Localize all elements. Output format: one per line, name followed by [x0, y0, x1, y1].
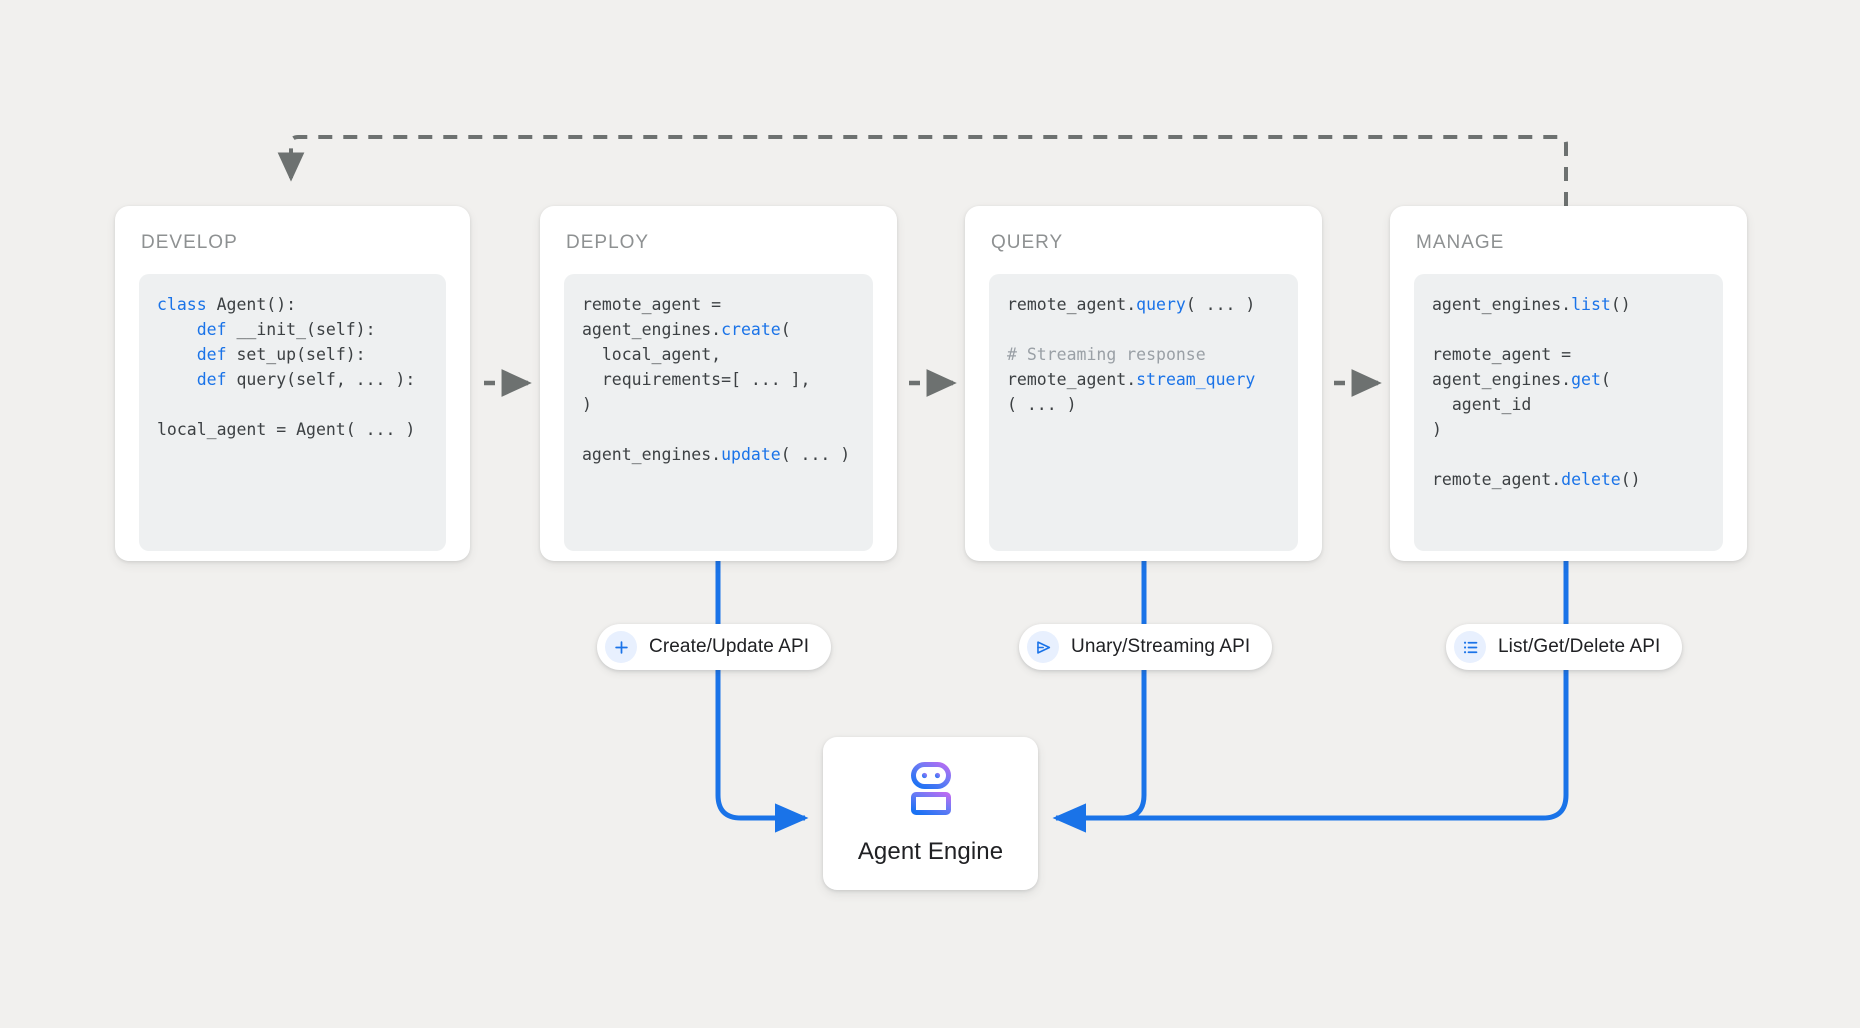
api-pill-unary-streaming[interactable]: Unary/Streaming API: [1019, 624, 1273, 670]
code-function: stream_query: [1136, 370, 1256, 389]
code-keyword: def: [157, 320, 227, 339]
code-text: ( ... ): [1185, 295, 1256, 314]
code-text: requirements=[ ... ],: [582, 370, 811, 389]
code-function: delete: [1561, 470, 1621, 489]
query-to-agent-engine-connector: [1052, 561, 1147, 833]
code-text: (: [1600, 370, 1611, 389]
code-keyword: def: [157, 370, 227, 389]
code-text: agent_engines.: [1432, 370, 1572, 389]
code-text: agent_id: [1432, 395, 1532, 414]
code-text: agent_engines.: [582, 320, 722, 339]
feedback-loop-connector: [277, 135, 1568, 206]
api-pill-list-get-delete[interactable]: List/Get/Delete API: [1446, 624, 1683, 670]
code-keyword: class: [157, 295, 207, 314]
robot-icon: [900, 761, 962, 826]
code-text: Agent():: [206, 295, 297, 314]
code-text: ): [582, 395, 592, 414]
code-text: remote_agent =: [1432, 345, 1572, 364]
code-comment: # Streaming response: [1007, 345, 1206, 364]
code-function: get: [1571, 370, 1601, 389]
code-text: (): [1620, 470, 1641, 489]
code-text: remote_agent.: [1007, 295, 1137, 314]
code-block-query: remote_agent.query( ... ) # Streaming re…: [989, 274, 1298, 551]
code-block-manage: agent_engines.list() remote_agent = agen…: [1414, 274, 1723, 551]
code-text: remote_agent.: [1007, 370, 1137, 389]
code-text: remote_agent.: [1432, 470, 1562, 489]
code-text: query(self, ... ):: [226, 370, 416, 389]
code-text: agent_engines.: [582, 445, 722, 464]
api-pill-label: List/Get/Delete API: [1498, 636, 1661, 657]
code-text: (): [1610, 295, 1631, 314]
api-pill-create-update[interactable]: Create/Update API: [597, 624, 832, 670]
code-function: list: [1571, 295, 1611, 314]
code-function: create: [721, 320, 781, 339]
code-keyword: def: [157, 345, 227, 364]
api-pill-label: Create/Update API: [649, 636, 810, 657]
code-text: local_agent = Agent( ... ): [157, 420, 416, 439]
manage-to-agent-engine-connector: [1056, 561, 1569, 821]
agent-engine-node[interactable]: Agent Engine: [823, 737, 1038, 890]
stage-title-develop: DEVELOP: [141, 232, 238, 253]
code-text: (: [780, 320, 791, 339]
code-text: local_agent,: [582, 345, 722, 364]
send-icon: [1027, 631, 1059, 663]
stage-card-manage[interactable]: MANAGE agent_engines.list() remote_agent…: [1390, 206, 1747, 561]
api-pill-label: Unary/Streaming API: [1071, 636, 1251, 657]
stage-card-deploy[interactable]: DEPLOY remote_agent = agent_engines.crea…: [540, 206, 897, 561]
stage-title-manage: MANAGE: [1416, 232, 1505, 253]
code-text: set_up(self):: [226, 345, 366, 364]
code-block-deploy: remote_agent = agent_engines.create( loc…: [564, 274, 873, 551]
code-block-develop: class Agent(): def __init_(self): def se…: [139, 274, 446, 551]
list-icon: [1454, 631, 1486, 663]
code-text: __init_(self):: [226, 320, 376, 339]
code-text: ( ... ): [1007, 395, 1077, 414]
code-text: remote_agent =: [582, 295, 722, 314]
deploy-to-agent-engine-connector: [715, 561, 809, 833]
code-text: ( ... ): [780, 445, 851, 464]
code-text: ): [1432, 420, 1442, 439]
stage-card-query[interactable]: QUERY remote_agent.query( ... ) # Stream…: [965, 206, 1322, 561]
stage-title-deploy: DEPLOY: [566, 232, 650, 253]
plus-icon: [605, 631, 637, 663]
stage-card-develop[interactable]: DEVELOP class Agent(): def __init_(self)…: [115, 206, 470, 561]
code-text: agent_engines.: [1432, 295, 1572, 314]
agent-engine-label: Agent Engine: [857, 838, 1004, 865]
code-function: update: [721, 445, 781, 464]
stage-title-query: QUERY: [991, 232, 1064, 253]
code-function: query: [1136, 295, 1186, 314]
